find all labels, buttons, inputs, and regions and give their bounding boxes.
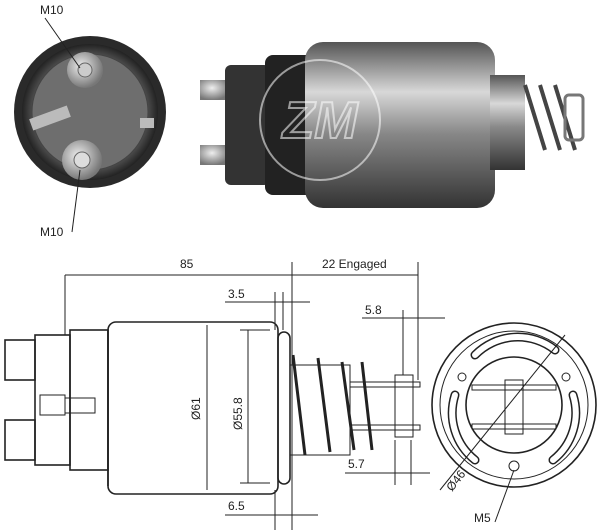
zm-logo-watermark: ZM bbox=[259, 59, 381, 181]
dim-flange-dia: Ø55.8 bbox=[231, 397, 245, 430]
side-view-drawing bbox=[4, 321, 421, 495]
dim-engaged: 22 Engaged bbox=[322, 257, 387, 271]
bottom-terminal-label: M10 bbox=[40, 225, 64, 239]
side-view-photo: ZM bbox=[200, 42, 585, 208]
dim-thread: M5 bbox=[474, 511, 491, 525]
dim-tip-b: 5.7 bbox=[348, 457, 365, 471]
dimension-lines: 85 22 Engaged 3.5 5.8 Ø61 Ø55.8 5.7 6.5 bbox=[64, 257, 445, 530]
svg-text:ZM: ZM bbox=[280, 92, 359, 150]
dim-flange-a: 3.5 bbox=[228, 287, 245, 301]
dim-length: 85 bbox=[180, 257, 194, 271]
dim-body-dia: Ø61 bbox=[189, 397, 203, 420]
dim-flange-b: 6.5 bbox=[228, 499, 245, 513]
end-view-drawing: Ø46 M5 bbox=[431, 322, 597, 525]
dim-tip-a: 5.8 bbox=[365, 303, 382, 317]
end-view-photo: M10 M10 bbox=[14, 3, 166, 239]
top-terminal-label: M10 bbox=[40, 3, 64, 17]
